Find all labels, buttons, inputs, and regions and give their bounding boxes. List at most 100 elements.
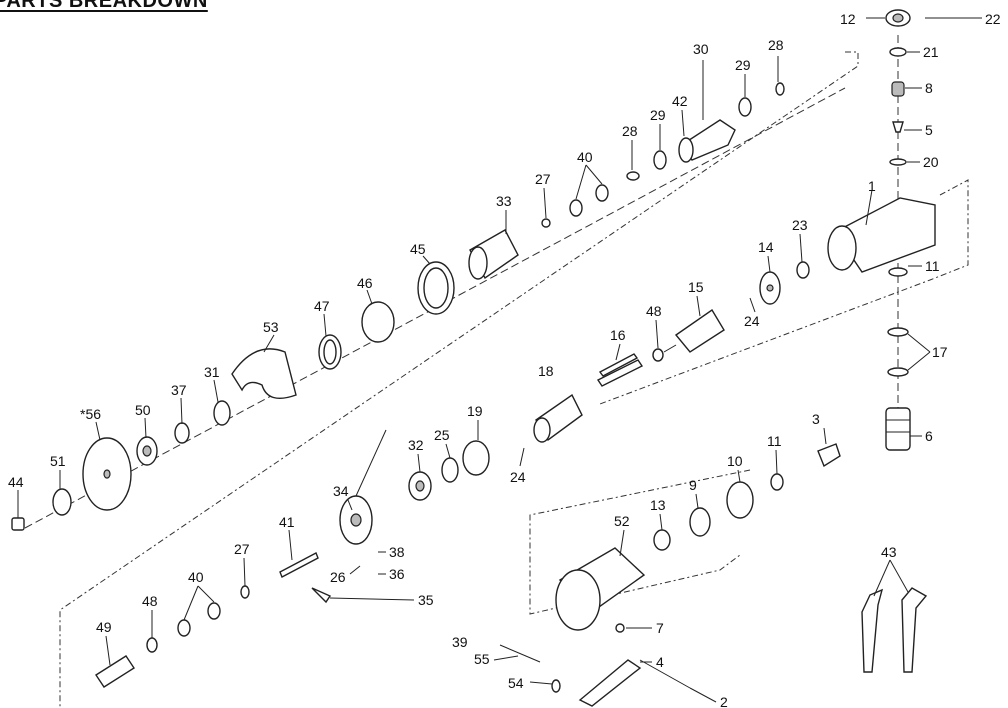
leader-14 bbox=[767, 255, 771, 273]
part-29a-shape bbox=[653, 150, 667, 170]
part-37-shape bbox=[174, 422, 190, 444]
valve-stack bbox=[885, 9, 965, 451]
callout-23: 23 bbox=[792, 217, 808, 233]
callout-24a: 24 bbox=[744, 313, 760, 329]
part-50-hole bbox=[142, 445, 152, 457]
callout-30: 30 bbox=[693, 41, 709, 57]
part-45-inner bbox=[423, 267, 449, 309]
leader-1 bbox=[865, 189, 873, 226]
callout-3: 3 bbox=[812, 411, 820, 427]
part-34-pin bbox=[355, 429, 387, 497]
part-20-shape bbox=[889, 158, 907, 166]
part-28b-shape bbox=[775, 82, 785, 96]
part-33-end bbox=[468, 246, 488, 280]
leader-46 bbox=[366, 289, 373, 305]
part-6-shape bbox=[885, 407, 911, 451]
callout-28a: 28 bbox=[622, 123, 638, 139]
leader-27a bbox=[543, 187, 547, 219]
part-2-pin bbox=[639, 659, 691, 689]
callout-8: 8 bbox=[925, 80, 933, 96]
part-1-housing bbox=[833, 197, 936, 273]
part-19-shape bbox=[462, 440, 490, 476]
leader-3 bbox=[823, 427, 827, 445]
part-28a-shape bbox=[626, 171, 640, 181]
callout-50: 50 bbox=[135, 402, 151, 418]
callout-49: 49 bbox=[96, 619, 112, 635]
part-27a-shape bbox=[541, 218, 551, 228]
leader-48a bbox=[655, 319, 659, 349]
part-27b-shape bbox=[240, 585, 250, 599]
leader-26 bbox=[349, 565, 361, 575]
callout-44: 44 bbox=[8, 474, 24, 490]
leader-34 bbox=[347, 499, 353, 511]
callout-12: 12 bbox=[840, 11, 856, 27]
leader-17a bbox=[907, 333, 931, 353]
part-40b-shape bbox=[569, 199, 583, 217]
callout-39: 39 bbox=[452, 634, 468, 650]
leader-40c bbox=[197, 585, 215, 603]
callout-33: 33 bbox=[496, 193, 512, 209]
callout-41: 41 bbox=[279, 514, 295, 530]
callout-27a: 27 bbox=[535, 171, 551, 187]
part-11b-shape bbox=[888, 267, 908, 277]
part-7-shape bbox=[615, 623, 625, 633]
part-14-hole bbox=[766, 284, 774, 292]
housing-parts bbox=[499, 443, 841, 707]
part-29b-shape bbox=[738, 97, 752, 117]
part-40d-shape bbox=[177, 619, 191, 637]
callout-13: 13 bbox=[650, 497, 666, 513]
callout-24b: 24 bbox=[510, 469, 526, 485]
leader-25 bbox=[445, 443, 451, 459]
leader-2 bbox=[689, 687, 717, 703]
callout-2: 2 bbox=[720, 694, 728, 708]
part-23-shape bbox=[796, 261, 810, 279]
callout-53: 53 bbox=[263, 319, 279, 335]
housing-assembly-boundary bbox=[529, 469, 751, 615]
callout-42: 42 bbox=[672, 93, 688, 109]
leader-40a bbox=[585, 164, 603, 185]
callout-27b: 27 bbox=[234, 541, 250, 557]
leader-35 bbox=[329, 597, 415, 601]
callout-20: 20 bbox=[923, 154, 939, 170]
callout-26: 26 bbox=[330, 569, 346, 585]
part-54-shape bbox=[551, 679, 561, 693]
callout-40b: 40 bbox=[188, 569, 204, 585]
part-46-shape bbox=[361, 301, 395, 343]
leader-32 bbox=[417, 453, 421, 473]
callout-22: 22 bbox=[985, 11, 1001, 27]
leader-47 bbox=[323, 313, 327, 337]
callout-11a: 11 bbox=[767, 433, 782, 449]
callout-5: 5 bbox=[925, 122, 933, 138]
part-49-shape bbox=[95, 655, 135, 688]
callout-18: 18 bbox=[538, 363, 554, 379]
callout-37: 37 bbox=[171, 382, 187, 398]
leader-40b bbox=[575, 164, 587, 200]
part-11a-shape bbox=[770, 473, 784, 491]
callout-32: 32 bbox=[408, 437, 424, 453]
callout-4: 4 bbox=[656, 654, 664, 670]
part-41-shape bbox=[279, 552, 319, 578]
callout-15: 15 bbox=[688, 279, 704, 295]
callout-55: 55 bbox=[474, 651, 490, 667]
callout-29a: 29 bbox=[650, 107, 666, 123]
part-48b-shape bbox=[146, 637, 158, 653]
callout-31: 31 bbox=[204, 364, 220, 380]
part-21-shape bbox=[889, 47, 907, 57]
callout-48a: 48 bbox=[646, 303, 662, 319]
callout-35: 35 bbox=[418, 592, 434, 608]
callout-21: 21 bbox=[923, 44, 939, 60]
leader-17b bbox=[907, 351, 931, 371]
leader-13 bbox=[659, 513, 663, 531]
callout-45: 45 bbox=[410, 241, 426, 257]
callout-17: 17 bbox=[932, 344, 948, 360]
leader-31 bbox=[213, 379, 219, 403]
callout-16: 16 bbox=[610, 327, 626, 343]
page-title: PARTS BREAKDOWN bbox=[0, 0, 208, 12]
part-13-shape bbox=[653, 529, 671, 551]
leader-43b bbox=[889, 559, 909, 593]
part-35-shape bbox=[311, 587, 332, 604]
part-5-shape bbox=[892, 121, 904, 133]
callout-25: 25 bbox=[434, 427, 450, 443]
callout-40a: 40 bbox=[577, 149, 593, 165]
leader-41 bbox=[288, 529, 293, 561]
